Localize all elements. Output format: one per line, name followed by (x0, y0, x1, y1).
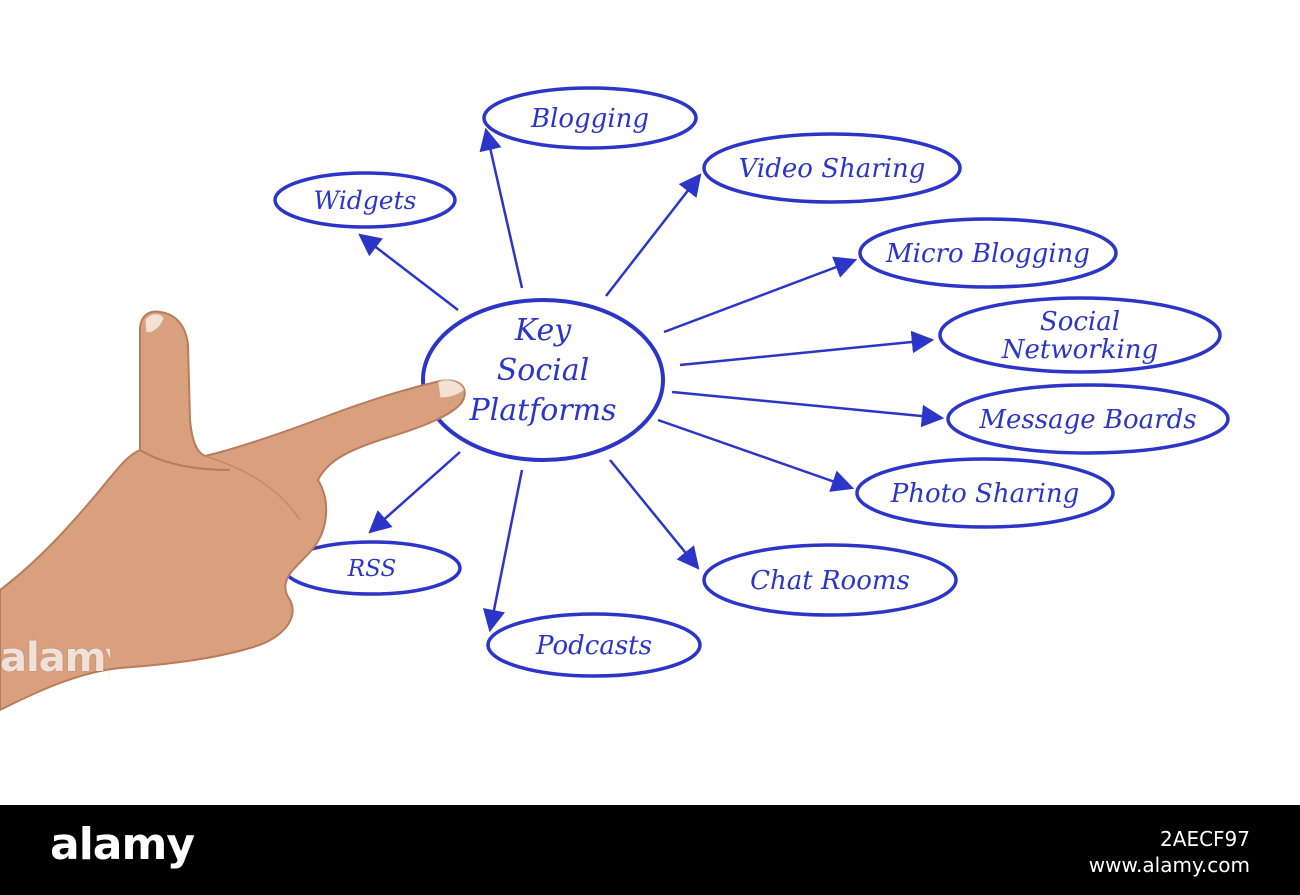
rss-label: RSS (347, 556, 396, 582)
arrow-to-message-boards (671, 390, 945, 428)
blogging-label: Blogging (530, 104, 649, 134)
photo-sharing-ellipse (855, 457, 1115, 529)
arrow-to-podcasts (482, 469, 524, 633)
watermark-text: alamy (0, 636, 110, 680)
arrow-to-video-sharing (605, 173, 702, 297)
chat-rooms-ellipse (702, 543, 958, 617)
arrow-to-chat-rooms (609, 459, 700, 570)
social-networking-label: Networking (1001, 335, 1158, 365)
chat-rooms-label: Chat Rooms (750, 566, 910, 596)
image-id: 2AECF97 (1160, 827, 1250, 851)
micro-blogging-label: Micro Blogging (885, 239, 1090, 269)
arrow-to-widgets (358, 233, 459, 311)
arrow-to-social-networking (679, 330, 935, 367)
site-url: www.alamy.com (1088, 853, 1250, 877)
message-boards-label: Message Boards (978, 405, 1196, 435)
blogging-ellipse (482, 86, 698, 150)
brand-logo: alamy (50, 819, 195, 870)
message-boards-ellipse (946, 383, 1230, 455)
arrow-to-rss (368, 451, 461, 534)
center-label-line: Key (514, 313, 572, 348)
video-sharing-label: Video Sharing (739, 154, 926, 184)
video-sharing-ellipse (702, 132, 962, 204)
social-networking-label: Social (1040, 307, 1120, 337)
micro-blogging-ellipse (858, 217, 1118, 289)
photo-sharing-label: Photo Sharing (890, 479, 1079, 509)
widgets-ellipse (273, 171, 457, 229)
podcasts-ellipse (486, 612, 702, 678)
footer-bar: alamy 2AECF97 www.alamy.com (0, 805, 1300, 895)
social-networking-ellipse (938, 296, 1222, 374)
arrow-to-blogging (479, 127, 524, 289)
pointing-hand-image (0, 310, 466, 712)
center-label-line: Platforms (468, 393, 616, 428)
arrow-to-micro-blogging (663, 256, 858, 334)
podcasts-label: Podcasts (535, 631, 652, 661)
widgets-label: Widgets (314, 186, 417, 215)
arrow-to-photo-sharing (657, 418, 855, 492)
center-label-line: Social (497, 353, 590, 388)
center-ellipse (421, 298, 665, 462)
